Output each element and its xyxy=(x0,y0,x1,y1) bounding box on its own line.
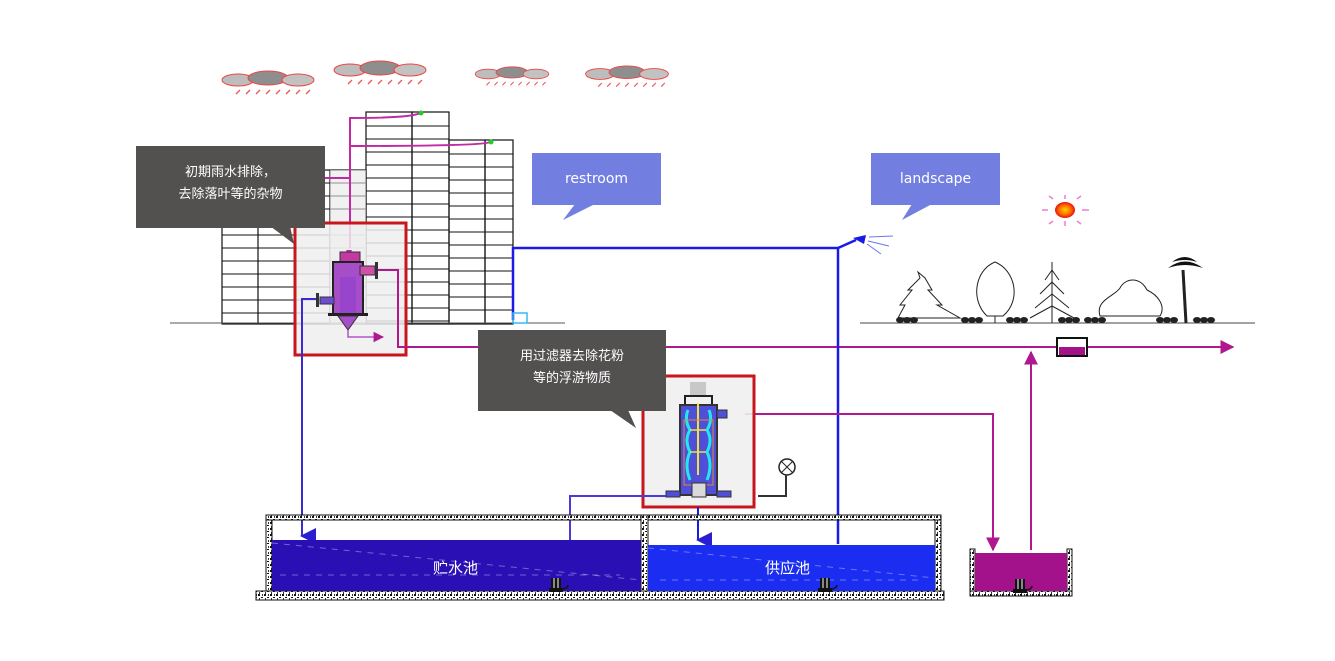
landscape-callout: landscape xyxy=(871,153,1000,205)
tree-icon xyxy=(897,261,1163,323)
restroom-label: restroom xyxy=(564,171,629,187)
filter-callout-line2: 等的浮游物质 xyxy=(532,371,611,386)
initial-rain-callout-line1: 初期雨水排除， xyxy=(184,165,276,180)
sun-icon xyxy=(1042,195,1089,226)
initial-rain-filter-highlight xyxy=(293,221,408,357)
palm-tree-icon xyxy=(1168,257,1203,324)
rain-cloud-icon xyxy=(221,70,315,95)
initial-rain-callout: 初期雨水排除， 去除落叶等的杂物 xyxy=(136,146,325,228)
restroom-callout: restroom xyxy=(532,153,661,205)
storage-pool-label: 贮水池 xyxy=(433,559,479,577)
rain-cloud-icon xyxy=(585,65,669,88)
pressure-gauge-icon xyxy=(758,458,796,497)
downspout-filter-icon xyxy=(316,250,378,331)
supply-pipe xyxy=(511,246,840,544)
sand-filter-icon xyxy=(665,382,732,498)
filter-callout: 用过滤器去除花粉 等的浮游物质 xyxy=(478,330,666,411)
filter-callout-line1: 用过滤器去除花粉 xyxy=(519,349,624,364)
sprinkler-icon xyxy=(837,235,894,255)
initial-rain-callout-line2: 去除落叶等的杂物 xyxy=(178,187,283,202)
water-meter-icon xyxy=(1056,337,1088,357)
rain-cloud-icon xyxy=(333,60,427,85)
storage-tank xyxy=(255,514,945,601)
supply-pool-label: 供应池 xyxy=(765,559,811,577)
roof-drain-pipes xyxy=(322,112,491,248)
landscape-label: landscape xyxy=(899,171,972,187)
rain-cloud-icon xyxy=(474,66,550,86)
